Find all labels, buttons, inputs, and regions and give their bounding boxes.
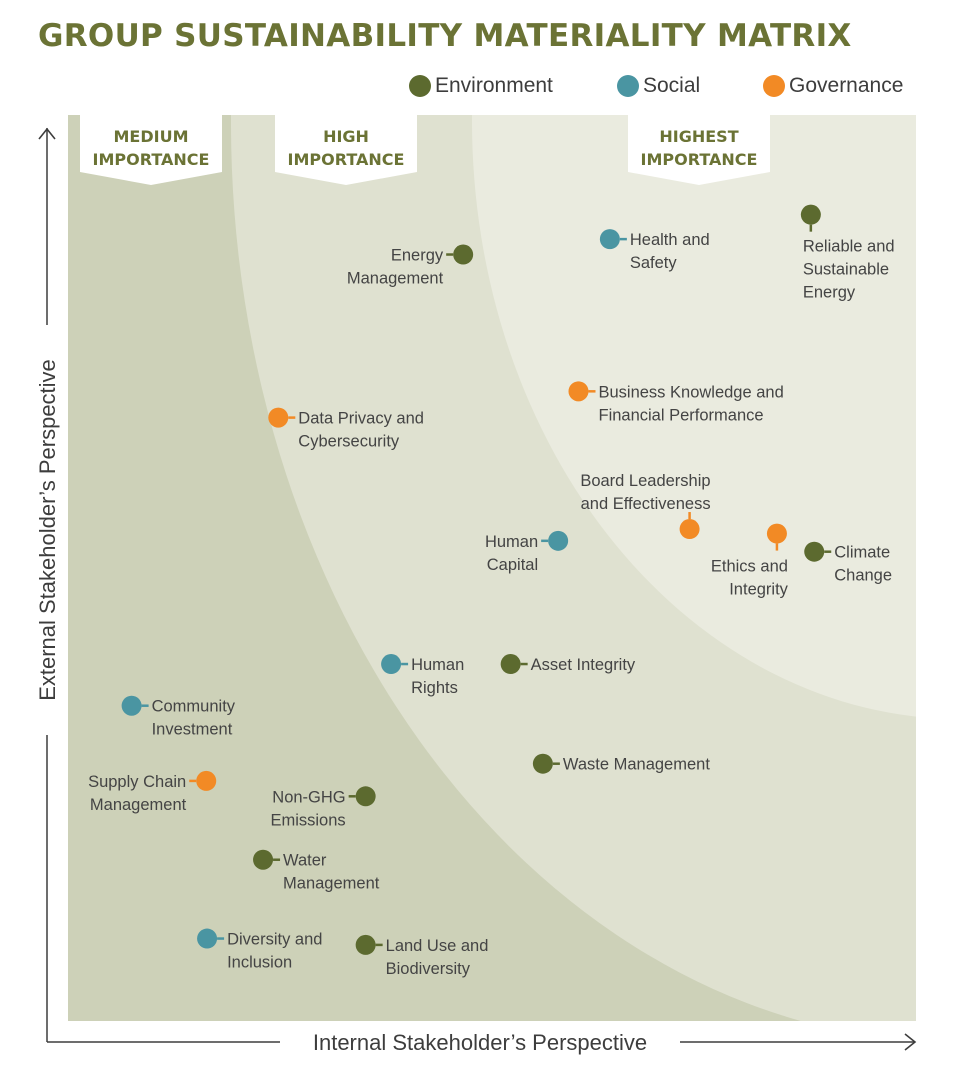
- point-label-line: Capital: [487, 556, 538, 574]
- zone-label-high: IMPORTANCE: [288, 150, 405, 169]
- zone-label-medium: IMPORTANCE: [93, 150, 210, 169]
- point-community-investment: [121, 695, 142, 716]
- point-label-line: Water: [283, 852, 327, 870]
- point-label-line: Sustainable: [803, 261, 889, 279]
- point-water-management: [253, 849, 274, 870]
- zone-label-highest: IMPORTANCE: [641, 150, 758, 169]
- x-axis-arrowhead: [904, 1033, 917, 1051]
- point-diversity-and-inclusion: [197, 928, 218, 949]
- point-label-line: Non-GHG: [272, 788, 345, 806]
- y-axis-arrowhead: [38, 127, 56, 140]
- legend-label-social: Social: [643, 74, 701, 97]
- point-label-line: Human: [485, 533, 538, 551]
- point-label-line: Diversity and: [227, 931, 322, 949]
- x-axis-label: Internal Stakeholder’s Perspective: [313, 1030, 647, 1055]
- point-label-line: Ethics and: [711, 558, 788, 576]
- point-land-use-and-biodiversity: [355, 934, 376, 955]
- point-data-privacy-and-cybersecurity: [268, 407, 289, 428]
- point-label-line: Supply Chain: [88, 773, 186, 791]
- legend: Environment Social Governance: [0, 74, 960, 102]
- point-label-line: Management: [283, 875, 380, 893]
- point-label-line: Management: [90, 796, 187, 814]
- point-label-line: Financial Performance: [598, 406, 763, 424]
- point-label-line: Asset Integrity: [531, 656, 636, 674]
- point-label-line: Human: [411, 656, 464, 674]
- point-business-knowledge-and-financial-performance: [568, 381, 589, 402]
- point-label-line: Cybersecurity: [298, 433, 400, 451]
- point-label-line: Climate: [834, 544, 890, 562]
- y-axis-label: External Stakeholder’s Perspective: [35, 359, 60, 701]
- point-label-line: and Effectiveness: [581, 495, 711, 513]
- point-label-board-leadership-and-effectiveness: Board Leadership and Effectiveness: [580, 472, 710, 513]
- point-label-line: Rights: [411, 679, 458, 697]
- zone-tab-high: [275, 115, 417, 185]
- zones: [68, 115, 916, 1021]
- point-waste-management: [532, 753, 553, 774]
- point-climate-change: [804, 541, 825, 562]
- legend-item-governance: Governance: [763, 74, 903, 98]
- point-ethics-and-integrity: [766, 523, 787, 544]
- point-label-line: Investment: [152, 721, 233, 739]
- point-label-line: Inclusion: [227, 954, 292, 972]
- point-label-line: Community: [152, 698, 236, 716]
- zone-label-high: HIGH: [323, 127, 369, 146]
- environment-legend-dot: [409, 75, 431, 97]
- point-health-and-safety: [599, 229, 620, 250]
- point-label-line: Board Leadership: [580, 472, 710, 490]
- point-board-leadership-and-effectiveness: [679, 519, 700, 540]
- point-label-line: Management: [347, 270, 444, 288]
- point-non-ghg-emissions: [355, 786, 376, 807]
- legend-label-governance: Governance: [789, 74, 904, 97]
- chart-title: GROUP SUSTAINABILITY MATERIALITY MATRIX: [38, 18, 852, 54]
- point-human-capital: [548, 530, 569, 551]
- point-label-line: Biodiversity: [386, 960, 471, 978]
- point-human-rights: [381, 654, 402, 675]
- point-label-line: Waste Management: [563, 756, 710, 774]
- legend-item-social: Social: [617, 74, 700, 98]
- zone-tab-highest: [628, 115, 770, 185]
- point-supply-chain-management: [196, 770, 217, 791]
- zone-label-highest: HIGHEST: [659, 127, 738, 146]
- point-label-line: Land Use and: [386, 937, 489, 955]
- point-label-line: Energy: [391, 247, 444, 265]
- point-label-line: Data Privacy and: [298, 410, 424, 428]
- point-label-line: Business Knowledge and: [598, 383, 783, 401]
- point-label-waste-management: Waste Management: [563, 756, 710, 774]
- point-label-line: Change: [834, 567, 892, 585]
- point-energy-management: [453, 244, 474, 265]
- legend-item-environment: Environment: [409, 74, 553, 98]
- point-label-line: Safety: [630, 254, 678, 272]
- zone-highest: [472, 115, 916, 717]
- zone-label-medium: MEDIUM: [114, 127, 189, 146]
- legend-label-environment: Environment: [435, 74, 553, 97]
- point-label-asset-integrity: Asset Integrity: [531, 656, 636, 674]
- point-label-line: Energy: [803, 284, 856, 302]
- point-label-line: Integrity: [729, 581, 788, 599]
- point-label-line: Emissions: [270, 811, 345, 829]
- point-reliable-and-sustainable-energy: [800, 204, 821, 225]
- governance-legend-dot: [763, 75, 785, 97]
- point-label-line: Reliable and: [803, 238, 895, 256]
- social-legend-dot: [617, 75, 639, 97]
- point-label-non-ghg-emissions: Non-GHG Emissions: [270, 788, 345, 829]
- point-label-line: Health and: [630, 231, 710, 249]
- zone-tab-medium: [80, 115, 222, 185]
- point-asset-integrity: [500, 654, 521, 675]
